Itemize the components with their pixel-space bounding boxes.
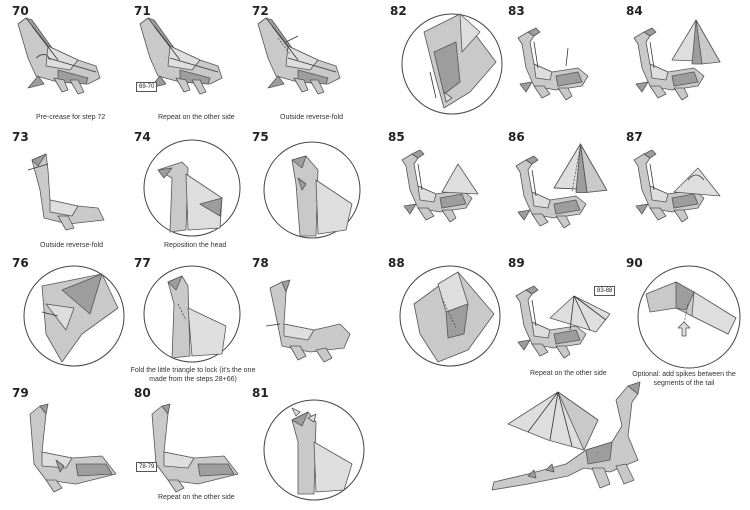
step-86: 86: [504, 128, 622, 252]
step-90: 90 Optional: add spikes between the segm…: [626, 254, 748, 388]
step-77: 77 Fold the little triangle to lock (it'…: [128, 254, 256, 388]
step-caption: Outside reverse-fold: [280, 114, 344, 121]
step-90-detail-circle: [637, 265, 741, 369]
step-caption: Repeat on the other side: [158, 494, 235, 501]
step-85: 85: [388, 128, 504, 252]
step-80: 80 78-79 Repeat on the other side: [128, 384, 252, 508]
step-number: 75: [252, 130, 269, 144]
step-85-figure: [401, 149, 479, 223]
step-number: 80: [134, 386, 151, 400]
step-70-figure: [17, 17, 101, 95]
step-number: 89: [508, 256, 525, 270]
step-number: 74: [134, 130, 151, 144]
step-reference: 83-88: [594, 286, 616, 296]
step-71: 71 69-70 Repeat on the other side: [128, 2, 248, 126]
step-caption: Repeat on the other side: [158, 114, 235, 121]
step-number: 85: [388, 130, 405, 144]
step-72-figure: [257, 17, 341, 95]
step-number: 70: [12, 4, 29, 18]
step-number: 82: [390, 4, 407, 18]
step-80-figure: [151, 403, 239, 493]
step-number: 88: [388, 256, 405, 270]
step-84-figure: [633, 19, 721, 101]
step-number: 84: [626, 4, 643, 18]
final-dragon-figure: [491, 381, 641, 491]
step-number: 76: [12, 256, 29, 270]
step-number: 81: [252, 386, 269, 400]
step-84: 84: [622, 2, 744, 126]
step-83-figure: [517, 27, 589, 101]
step-number: 79: [12, 386, 29, 400]
step-88: 88: [388, 254, 504, 378]
step-86-figure: [515, 143, 608, 229]
step-87: 87: [622, 128, 744, 252]
step-76-detail-circle: [23, 265, 125, 367]
step-73: 73 Outside reverse-fold: [6, 128, 128, 252]
step-79: 79: [6, 384, 128, 508]
step-number: 71: [134, 4, 151, 18]
final-dragon-model: [488, 380, 688, 508]
step-77-detail-circle: [143, 265, 241, 363]
step-79-figure: [29, 403, 117, 493]
step-70: 70 Pre-crease for step 72: [6, 2, 128, 126]
step-caption: Repeat on the other side: [530, 370, 607, 377]
step-74-detail-circle: [143, 139, 241, 237]
step-72: 72 Outside reverse-fold: [248, 2, 368, 126]
step-75-detail-circle: [263, 141, 361, 239]
step-caption: Outside reverse-fold: [40, 242, 104, 249]
step-number: 72: [252, 4, 269, 18]
step-87-figure: [633, 149, 721, 223]
step-caption: Pre-crease for step 72: [36, 114, 106, 121]
step-75: 75: [252, 128, 376, 252]
step-number: 73: [12, 130, 29, 144]
step-number: 90: [626, 256, 643, 270]
step-number: 87: [626, 130, 643, 144]
step-83: 83: [504, 2, 622, 126]
step-caption: Fold the little triangle to lock (it's t…: [130, 367, 256, 383]
step-reference: 78-79: [136, 462, 158, 472]
step-73-figure: [27, 153, 105, 231]
step-82-detail-circle: [401, 13, 503, 115]
step-78: 78: [252, 254, 378, 378]
step-number: 78: [252, 256, 269, 270]
step-81-detail-circle: [263, 399, 365, 501]
step-74: 74 Reposition the head: [128, 128, 252, 252]
step-number: 77: [134, 256, 151, 270]
step-number: 83: [508, 4, 525, 18]
step-caption: Reposition the head: [164, 242, 227, 249]
step-reference: 69-70: [136, 82, 158, 92]
step-76: 76: [6, 254, 128, 378]
step-81: 81: [252, 384, 378, 508]
step-number: 86: [508, 130, 525, 144]
step-82: 82: [388, 2, 504, 126]
step-88-detail-circle: [399, 265, 501, 367]
step-78-figure: [265, 279, 351, 363]
step-89: 89 83-88 Repeat on the other side: [504, 254, 634, 388]
step-caption: Optional: add spikes between the segment…: [632, 371, 736, 387]
step-89-figure: [515, 285, 611, 359]
